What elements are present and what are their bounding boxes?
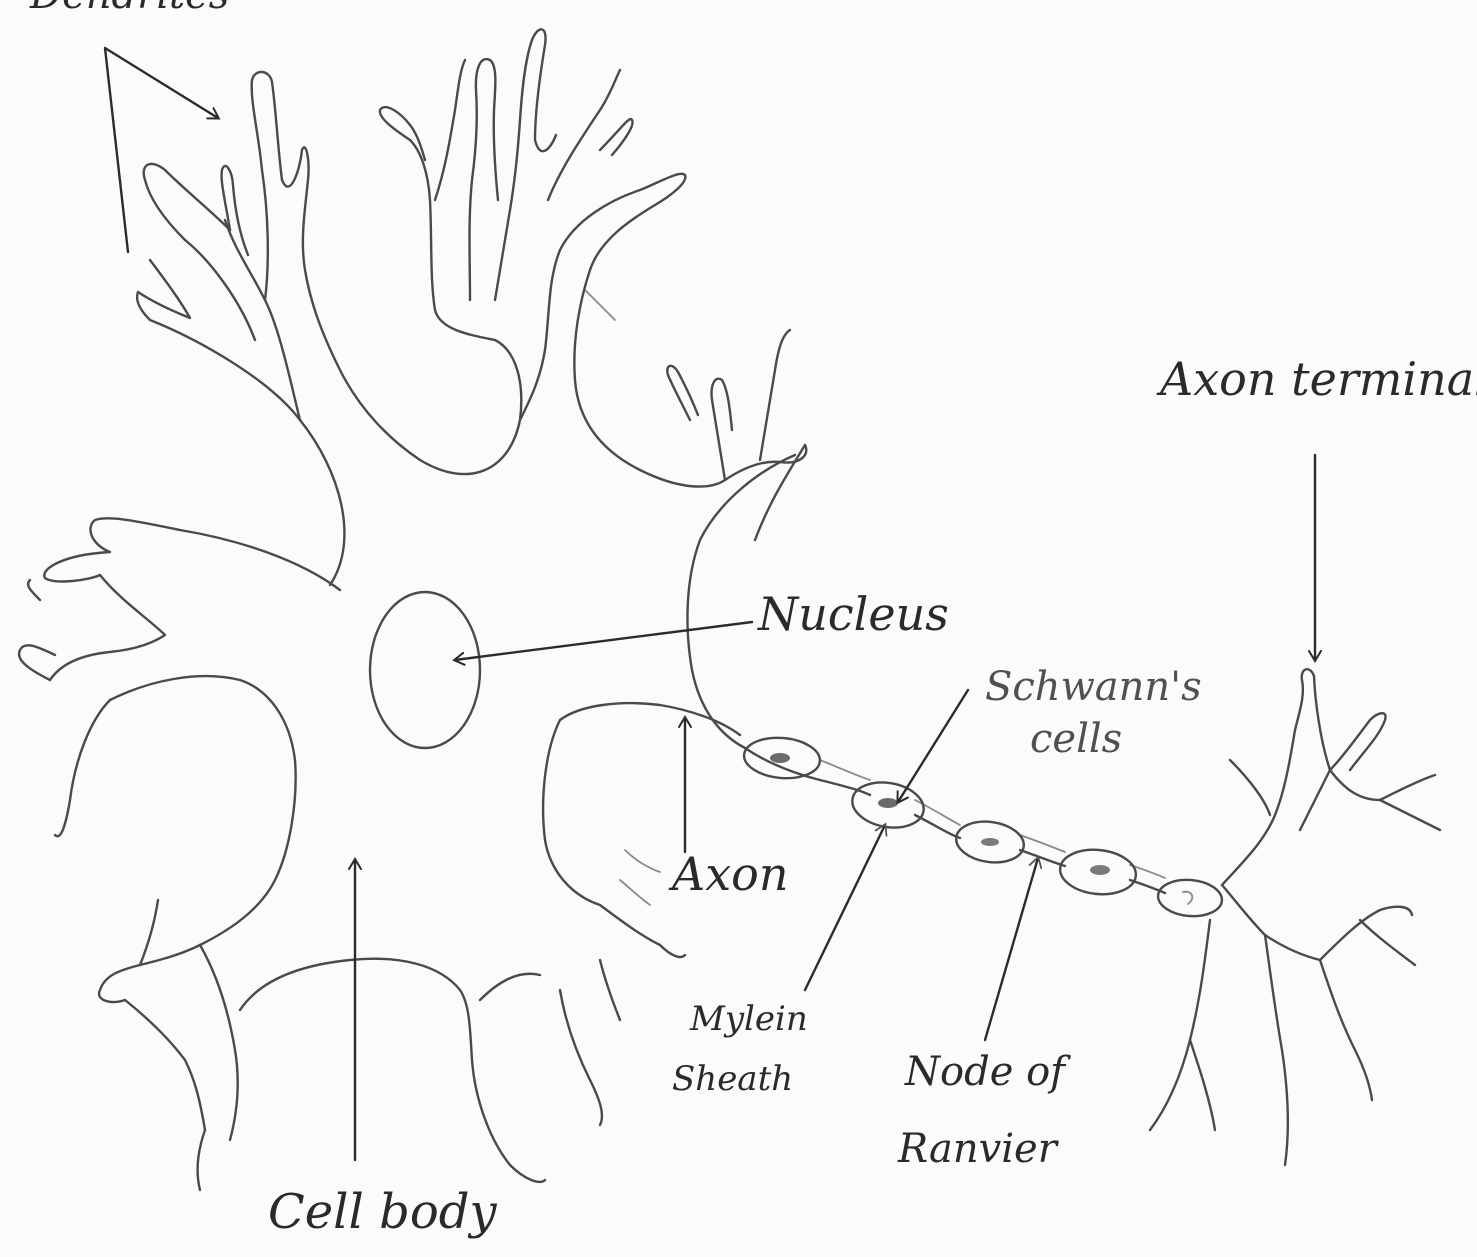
schwann-cell [849, 777, 928, 833]
cell-body-label: Cell body [268, 1184, 497, 1240]
schwann-cell [742, 735, 821, 781]
schwann-cell [1058, 846, 1138, 898]
schwanns-cells-arrow [898, 690, 968, 802]
schwanns-cells-label-line1: Schwann's [985, 664, 1202, 710]
myelin-sheath-label-line2: Sheath [672, 1059, 793, 1099]
schwann-cell [1157, 877, 1224, 918]
dendrites-label: Dendrites [29, 0, 229, 18]
nucleus-arrow [455, 622, 752, 660]
dendrites-arrow [105, 48, 218, 252]
node-of-ranvier-arrow [985, 858, 1038, 1040]
nucleus-label: Nucleus [757, 587, 949, 641]
axon-label: Axon [668, 847, 788, 901]
myelin-sheath-arrow [805, 825, 885, 990]
myelin-sheath-label-line1: Mylein [689, 999, 808, 1039]
nucleus-shape [370, 592, 480, 748]
node-of-ranvier-label-line1: Node of [904, 1049, 1071, 1095]
schwann-cells [742, 735, 1223, 919]
schwann-cell [954, 817, 1027, 866]
node-of-ranvier-label-line2: Ranvier [897, 1126, 1060, 1172]
axon-terminals-label: Axon terminals [1156, 352, 1477, 406]
schwanns-cells-label-line2: cells [1030, 716, 1122, 762]
